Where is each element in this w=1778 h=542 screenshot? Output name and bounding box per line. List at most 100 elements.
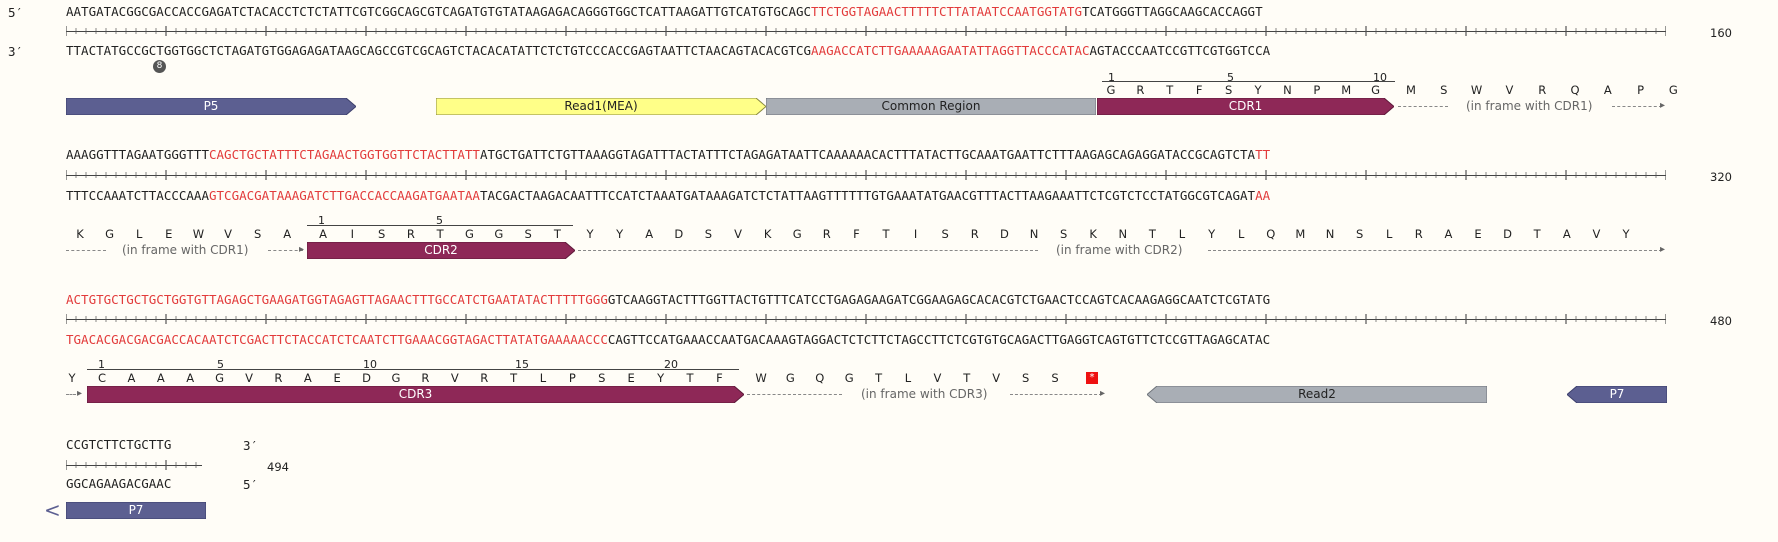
feature-read2[interactable]: Read2 [1147, 386, 1487, 403]
highlighted-sequence[interactable]: TTCTGGTAGAACTTTTTCTTATAATCCAATGGTATG [811, 4, 1082, 19]
amino-acid: S [941, 227, 949, 241]
feature-read1[interactable]: Read1(MEA) [436, 98, 766, 115]
amino-acid: C [97, 371, 107, 385]
amino-acid: V [1592, 227, 1601, 241]
highlighted-sequence[interactable]: AAGACCATCTTGAAAAAGAATATTAGGTTACCCATAC [811, 43, 1090, 58]
sequence-segment[interactable]: TTACTATGCCGCTGGTGGCTCTAGATGTGGAGAGATAAGC… [66, 43, 812, 58]
sequence-segment[interactable]: AGTACCCAATCCGTTCGTGGTCCA [1089, 43, 1271, 58]
frame-note: (in frame with CDR1) [1466, 99, 1593, 113]
sequence-top-strand[interactable]: CCGTCTTCTGCTTG [66, 438, 171, 452]
amino-acid: T [882, 227, 890, 241]
amino-acid: G [844, 371, 854, 385]
feature-p5[interactable]: P5 [66, 98, 356, 115]
amino-acid: M [1295, 227, 1306, 241]
amino-acid: V [450, 371, 459, 385]
aa-number: 1 [318, 214, 325, 227]
sequence-segment[interactable]: TCATGGGTTAGGCAAGCACCAGGT [1081, 4, 1263, 19]
highlighted-sequence[interactable]: ACTGTGCTGCTGCTGGTGTTAGAGCTGAAGATGGTAGAGT… [66, 292, 608, 307]
amino-acid: K [763, 227, 772, 241]
amino-acid: S [1051, 371, 1059, 385]
amino-acid: F [853, 227, 860, 241]
sequence-top-strand[interactable]: AATGATACGGCGACCACCGAGATCTACACCTCTCTATTCG… [66, 5, 1263, 19]
sequence-segment[interactable]: TACGACTAAGACAATTTCCATCTAAATGATAAAGATCTCT… [479, 188, 1256, 203]
amino-acid: T [875, 371, 883, 385]
sequence-segment[interactable]: CAGTTCCATGAAACCAATGACAAAGTAGGACTCTCTTCTA… [607, 332, 1271, 347]
sequence-bottom-strand[interactable]: TGACACGACGACGACCACAATCTCGACTTCTACCATCTCA… [66, 333, 1270, 347]
aa-number: 15 [515, 358, 529, 371]
feature-cdr2[interactable]: CDR2 [307, 242, 575, 259]
aa-ruler [87, 369, 739, 370]
amino-acid: G [215, 371, 225, 385]
sequence-segment[interactable]: TTTCCAAATCTTACCCAAA [66, 188, 209, 203]
three-prime-end-label: 3′ [243, 438, 259, 453]
feature-p7[interactable]: P7 [1567, 386, 1667, 403]
chevron-left-icon: < [44, 498, 61, 522]
sequence-bottom-strand[interactable]: TTACTATGCCGCTGGTGGCTCTAGATGTGGAGAGATAAGC… [66, 44, 1270, 58]
amino-acid: Q [1266, 227, 1276, 241]
amino-acid: I [913, 227, 918, 241]
feature-label: P5 [203, 99, 219, 113]
sequence-segment[interactable]: AATGATACGGCGACCACCGAGATCTACACCTCTCTATTCG… [66, 4, 812, 19]
amino-acid: Y [586, 227, 594, 241]
feature-p7[interactable]: P7 [66, 502, 206, 519]
arrow-right-icon: ▸ [1100, 388, 1106, 399]
amino-acid: E [165, 227, 173, 241]
amino-acid: P [1637, 83, 1645, 97]
amino-acid: T [686, 371, 694, 385]
arrow-right-icon: ▸ [1660, 100, 1666, 111]
three-prime-label: 3′ [8, 44, 24, 59]
sequence-bottom-strand[interactable]: GGCAGAAGACGAAC [66, 477, 171, 491]
sequence-bottom-strand[interactable]: TTTCCAAATCTTACCCAAAGTCGACGATAAAGATCTTGAC… [66, 189, 1270, 203]
frame-dash [66, 394, 76, 395]
amino-acid: M [1341, 83, 1352, 97]
amino-acid: T [553, 227, 561, 241]
frame-note: (in frame with CDR1) [122, 243, 249, 257]
frame-note: (in frame with CDR3) [861, 387, 988, 401]
sequence-ruler [66, 314, 1666, 324]
amino-acid: T [510, 371, 518, 385]
amino-acid: F [1195, 83, 1203, 97]
feature-cdr1[interactable]: CDR1 [1097, 98, 1394, 115]
amino-acid: L [539, 371, 547, 385]
amino-acid: S [1059, 227, 1068, 241]
stop-codon-marker[interactable]: * [1086, 372, 1098, 384]
highlighted-sequence[interactable]: TT [1255, 147, 1271, 162]
feature-label: CDR1 [1228, 99, 1263, 113]
frame-dash [1398, 106, 1448, 107]
frame-dash [1010, 394, 1102, 395]
amino-acid: G [465, 227, 474, 241]
amino-acid: S [1440, 83, 1448, 97]
sequence-segment[interactable]: GGCAGAAGACGAAC [66, 476, 172, 491]
aa-ruler [1102, 81, 1395, 82]
amino-acid: A [319, 227, 327, 241]
sequence-segment[interactable]: CCGTCTTCTGCTTG [66, 437, 172, 452]
sequence-segment[interactable]: GTCAAGGTACTTTGGTTACTGTTTCATCCTGAGAGAAGAT… [607, 292, 1271, 307]
amino-acid: Y [1208, 227, 1216, 241]
highlighted-sequence[interactable]: AA [1255, 188, 1271, 203]
amino-acid: S [1224, 83, 1233, 97]
amino-acid: N [1118, 227, 1128, 241]
amino-acid: L [1237, 227, 1245, 241]
highlighted-sequence[interactable]: GTCGACGATAAAGATCTTGACCACCAAGATGAATAA [209, 188, 480, 203]
highlighted-sequence[interactable]: CAGCTGCTATTTCTAGAACTGGTGGTTCTACTTATT [209, 147, 480, 162]
amino-acid: P [568, 371, 576, 385]
sequence-top-strand[interactable]: ACTGTGCTGCTGCTGGTGTTAGAGCTGAAGATGGTAGAGT… [66, 293, 1270, 307]
amino-acid: V [734, 227, 742, 241]
highlighted-sequence[interactable]: TGACACGACGACGACCACAATCTCGACTTCTACCATCTCA… [66, 332, 608, 347]
amino-acid: A [283, 227, 292, 241]
amino-acid: R [274, 371, 283, 385]
amino-acid: R [480, 371, 489, 385]
feature-cdr3[interactable]: CDR3 [87, 386, 744, 403]
feature-common-region[interactable]: Common Region [766, 98, 1096, 115]
sequence-segment[interactable]: AAAGGTTTAGAATGGGTTT [66, 147, 209, 162]
amino-acid: A [186, 371, 195, 385]
amino-acid: Y [1622, 227, 1630, 241]
sequence-top-strand[interactable]: AAAGGTTTAGAATGGGTTTCAGCTGCTATTTCTAGAACTG… [66, 148, 1270, 162]
amino-acid: V [245, 371, 253, 385]
aa-number: 20 [664, 358, 678, 371]
position-number: 320 [1710, 170, 1732, 184]
cut-site-badge[interactable]: 8 [153, 60, 166, 73]
amino-acid: D [1503, 227, 1513, 241]
amino-acid: W [755, 371, 767, 385]
sequence-segment[interactable]: ATGCTGATTCTGTTAAAGGTAGATTTACTATTTCTAGAGA… [479, 147, 1256, 162]
